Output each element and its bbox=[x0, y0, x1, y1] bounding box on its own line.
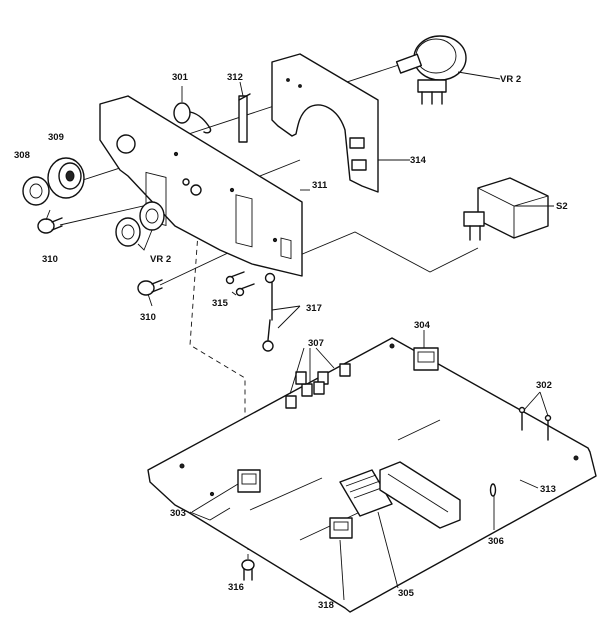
callout-303: 303 bbox=[170, 508, 186, 519]
nut-vr2 bbox=[115, 201, 165, 247]
screw-316 bbox=[241, 559, 255, 581]
knob-309 bbox=[47, 157, 85, 199]
callout-302: 302 bbox=[536, 380, 552, 391]
lamp-301 bbox=[173, 102, 212, 134]
callout-310-lower: 310 bbox=[140, 312, 156, 323]
callout-301: 301 bbox=[172, 72, 189, 83]
ring-308 bbox=[22, 176, 50, 206]
callout-leaders bbox=[45, 71, 554, 601]
potentiometer-vr2 bbox=[395, 35, 467, 105]
clip-312 bbox=[238, 93, 251, 143]
screws-315 bbox=[225, 271, 255, 297]
screw-310-lower bbox=[137, 279, 163, 296]
callout-313: 313 bbox=[540, 484, 556, 495]
callout-315: 315 bbox=[212, 298, 229, 309]
connector-303 bbox=[237, 469, 261, 493]
header-strip bbox=[379, 461, 461, 529]
callout-labels: 301 312 VR 2 309 308 314 311 S2 310 VR 2… bbox=[14, 72, 568, 611]
callout-307: 307 bbox=[308, 338, 324, 349]
jumpers-307 bbox=[285, 363, 351, 409]
callout-316: 316 bbox=[228, 582, 244, 593]
callout-309: 309 bbox=[48, 132, 64, 143]
component-306 bbox=[489, 483, 497, 497]
screw-310-upper bbox=[37, 217, 63, 234]
callout-318: 318 bbox=[318, 600, 334, 611]
callout-s2: S2 bbox=[556, 201, 568, 212]
callout-304: 304 bbox=[414, 320, 431, 331]
pins-302 bbox=[518, 406, 552, 441]
callout-308: 308 bbox=[14, 150, 30, 161]
callout-306: 306 bbox=[488, 536, 504, 547]
callout-314: 314 bbox=[410, 155, 427, 166]
connector-318 bbox=[329, 517, 353, 539]
callout-310-upper: 310 bbox=[42, 254, 58, 265]
callout-311: 311 bbox=[312, 180, 328, 191]
connector-305 bbox=[339, 469, 393, 517]
callout-317: 317 bbox=[306, 303, 322, 314]
switch-s2 bbox=[463, 177, 549, 241]
rear-bracket-314 bbox=[271, 53, 379, 193]
front-bracket-311 bbox=[99, 95, 303, 277]
lugs-317 bbox=[262, 272, 276, 352]
callout-305: 305 bbox=[398, 588, 415, 599]
callout-vr2-pot: VR 2 bbox=[500, 74, 521, 85]
connector-304 bbox=[413, 347, 439, 371]
callout-312: 312 bbox=[227, 72, 243, 83]
callout-vr2-nut: VR 2 bbox=[150, 254, 171, 265]
